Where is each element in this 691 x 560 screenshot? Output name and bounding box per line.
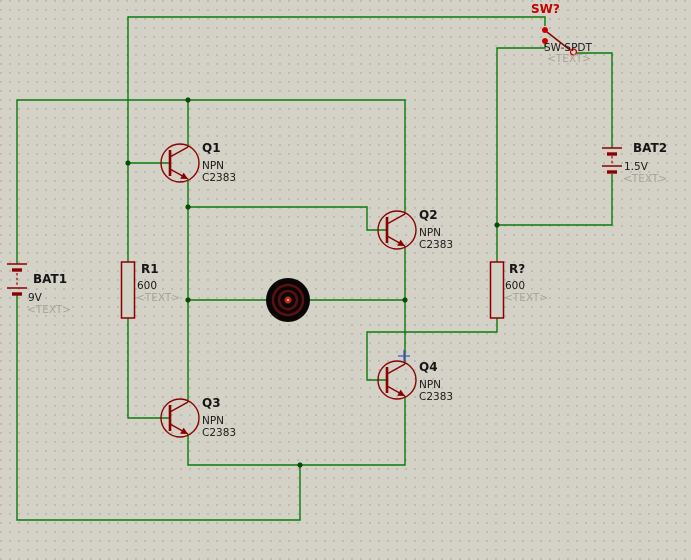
r2-ref-label: R? bbox=[509, 262, 525, 276]
origin-marker-icon bbox=[398, 350, 410, 362]
wire[interactable] bbox=[497, 174, 613, 226]
q2-value-label: C2383 bbox=[419, 239, 453, 251]
junction-dot bbox=[402, 297, 408, 303]
bat1-value-label: 9V bbox=[28, 292, 43, 304]
r2-placeholder-label: <TEXT> bbox=[504, 292, 548, 304]
r1-value-label: 600 bbox=[137, 280, 157, 292]
q4-type-label: NPN bbox=[419, 379, 441, 391]
resistor-r1-symbol[interactable] bbox=[120, 261, 136, 319]
q3-ref-label: Q3 bbox=[202, 396, 221, 410]
q1-ref-label: Q1 bbox=[202, 141, 221, 155]
q3-value-label: C2383 bbox=[202, 427, 236, 439]
bat2-ref-label: BAT2 bbox=[633, 141, 667, 155]
wire[interactable] bbox=[577, 52, 613, 148]
junction-dot bbox=[297, 462, 303, 468]
junction-dot bbox=[185, 204, 191, 210]
motor-center-highlight bbox=[286, 298, 290, 302]
junction-dot bbox=[125, 160, 131, 166]
switch-lever[interactable] bbox=[546, 31, 571, 51]
battery-bat1-symbol[interactable] bbox=[7, 263, 27, 296]
wire[interactable] bbox=[127, 318, 170, 419]
wire[interactable] bbox=[127, 16, 546, 262]
bat1-placeholder-label: <TEXT> bbox=[27, 304, 71, 316]
wire[interactable] bbox=[188, 206, 387, 231]
sw-placeholder-label: <TEXT> bbox=[547, 53, 591, 65]
wire[interactable] bbox=[16, 99, 406, 264]
battery-bat2-symbol[interactable] bbox=[602, 147, 622, 174]
resistor-r2-symbol[interactable] bbox=[489, 261, 505, 319]
bat2-placeholder-label: <TEXT> bbox=[623, 173, 667, 185]
q3-type-label: NPN bbox=[202, 415, 224, 427]
sw-type-label: SW-SPDT bbox=[544, 42, 592, 54]
switch-pole-contact[interactable] bbox=[569, 48, 578, 56]
r1-placeholder-label: <TEXT> bbox=[136, 292, 180, 304]
motor-ring-outer bbox=[271, 283, 305, 317]
junction-dots bbox=[125, 97, 500, 468]
motor-ring-inner bbox=[277, 289, 299, 311]
q1-type-label: NPN bbox=[202, 160, 224, 172]
junction-dot bbox=[185, 297, 191, 303]
r1-ref-label: R1 bbox=[141, 262, 159, 276]
q2-ref-label: Q2 bbox=[419, 208, 438, 222]
q2-type-label: NPN bbox=[419, 227, 441, 239]
labels: SW? SW-SPDT <TEXT> BAT2 1.5V <TEXT> BAT1… bbox=[27, 2, 667, 439]
r2-value-label: 600 bbox=[505, 280, 525, 292]
wiring[interactable] bbox=[16, 16, 613, 521]
bat1-ref-label: BAT1 bbox=[33, 272, 67, 286]
wire[interactable] bbox=[16, 294, 301, 521]
q4-ref-label: Q4 bbox=[419, 360, 438, 374]
wire[interactable] bbox=[187, 396, 406, 466]
sw-ref-label: SW? bbox=[531, 2, 560, 16]
switch-throw1-contact[interactable] bbox=[542, 27, 548, 33]
junction-dot bbox=[494, 222, 500, 228]
q4-value-label: C2383 bbox=[419, 391, 453, 403]
switch-sw-symbol[interactable] bbox=[542, 27, 578, 56]
q1-value-label: C2383 bbox=[202, 172, 236, 184]
wire[interactable] bbox=[496, 44, 546, 262]
motor-symbol[interactable] bbox=[266, 278, 310, 322]
bat2-value-label: 1.5V bbox=[624, 161, 649, 173]
wire[interactable] bbox=[366, 318, 498, 381]
switch-throw2-contact[interactable] bbox=[542, 38, 548, 44]
junction-dot bbox=[185, 97, 191, 103]
